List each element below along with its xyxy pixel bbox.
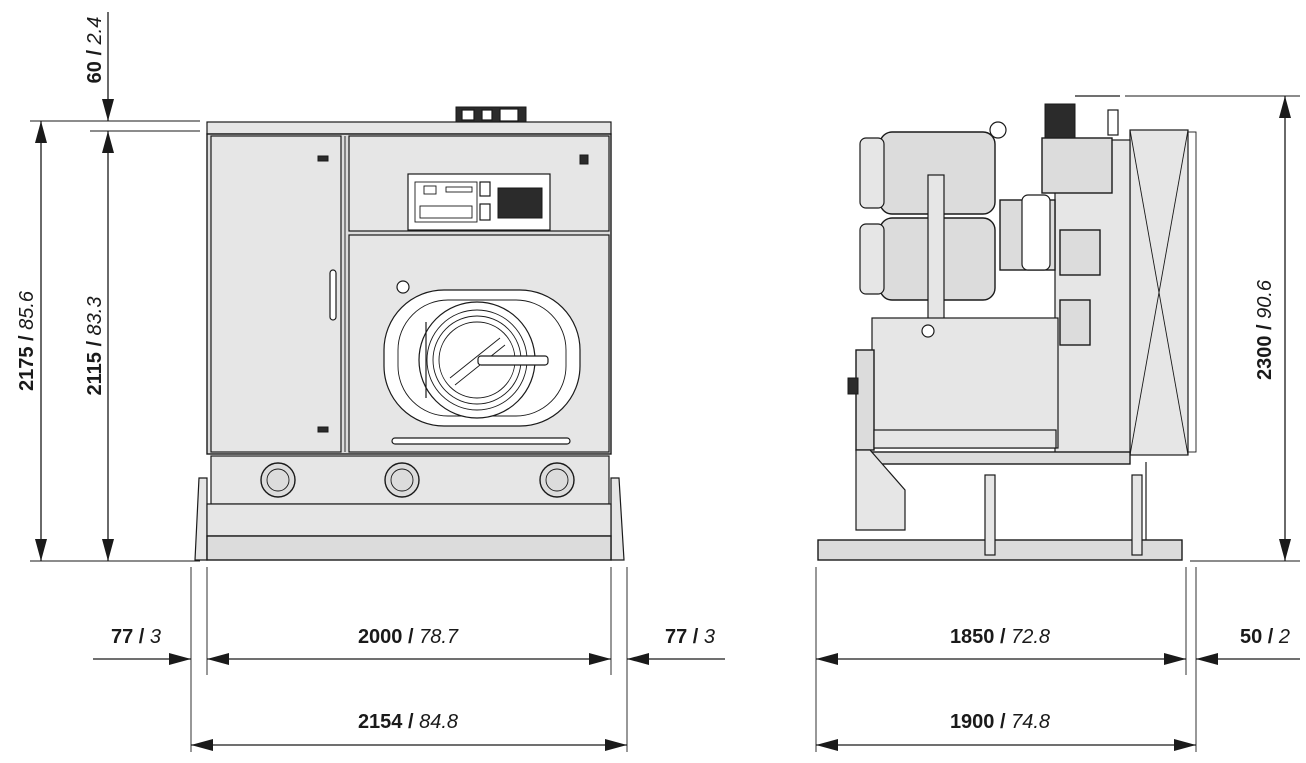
keypad <box>497 187 543 219</box>
side-drain-unit <box>855 449 906 531</box>
left-foot <box>194 477 208 561</box>
dim-body-depth: 1850 / 72.8 <box>950 626 1050 648</box>
valve-block <box>1059 299 1091 346</box>
front-top-cap <box>206 121 612 135</box>
dim-total-width: 2154 / 84.8 <box>358 711 458 733</box>
dim-rear-margin: 50 / 2 <box>1240 626 1290 648</box>
indicator-light-icon <box>579 154 589 165</box>
small-indicator <box>396 280 410 294</box>
front-left-door <box>210 135 342 453</box>
dim-right-margin: 77 / 3 <box>665 626 715 648</box>
drip-rail <box>391 437 571 445</box>
dim-body-height: 2115 / 83.3 <box>84 297 106 396</box>
dim-total-depth: 1900 / 74.8 <box>950 711 1050 733</box>
front-leg <box>1131 474 1143 556</box>
side-handle-icon <box>847 377 859 395</box>
upper-hinge <box>317 155 329 162</box>
lifting-eye <box>989 121 1007 139</box>
plinth <box>206 535 612 561</box>
dim-body-width: 2000 / 78.7 <box>358 626 459 648</box>
front-view-dimensions: 60 / 2.4 2175 / 85.6 2115 / 83.3 77 / 3 … <box>16 12 725 752</box>
upper-housing <box>1041 137 1113 194</box>
right-foot <box>610 477 625 561</box>
dim-left-margin: 77 / 3 <box>111 626 161 648</box>
side-view-dimensions: 2300 / 90.6 1850 / 72.8 50 / 2 1900 / 74… <box>815 95 1300 752</box>
sight-glass-left <box>260 462 296 498</box>
lower-hinge <box>317 426 329 433</box>
sight-glass-center <box>384 462 420 498</box>
dim-total-height: 2175 / 85.6 <box>16 290 38 391</box>
front-view-machine <box>194 106 625 561</box>
top-control-box <box>1044 103 1076 139</box>
door-handle <box>329 269 337 321</box>
side-view-machine <box>817 95 1197 561</box>
dim-side-total-height: 2300 / 90.6 <box>1254 279 1276 380</box>
side-base-plate <box>817 539 1183 561</box>
door-latch <box>477 355 549 366</box>
sight-glass-right <box>539 462 575 498</box>
drum-housing <box>871 317 1059 449</box>
tank-support <box>927 174 945 326</box>
dim-top-offset: 60 / 2.4 <box>84 17 106 84</box>
front-top-components <box>455 106 527 123</box>
rear-leg <box>984 474 996 556</box>
